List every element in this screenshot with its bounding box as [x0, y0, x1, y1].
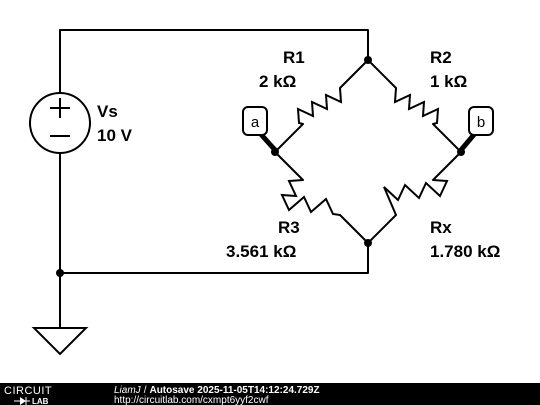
footer-url[interactable]: http://circuitlab.com/cxmpt6yyf2cwf: [114, 395, 269, 405]
r1-value: 2 kΩ: [259, 72, 296, 91]
diode-icon: [14, 397, 30, 405]
wire-top: [59, 29, 369, 94]
r3-name: R3: [278, 218, 300, 237]
logo-top-text: CIRCUIT: [4, 385, 52, 397]
footer-title-line: LiamJ/Autosave 2025-11-05T14:12:24.729Z: [114, 385, 320, 396]
footer-title: Autosave 2025-11-05T14:12:24.729Z: [149, 385, 319, 396]
probe-a: a: [242, 106, 279, 153]
r2-name: R2: [430, 48, 452, 67]
resistor-r1: [274, 59, 369, 153]
footer-separator: /: [144, 385, 147, 396]
dc-voltage-source-icon: [29, 92, 91, 154]
vs-name: Vs: [97, 102, 118, 121]
junction-ground: [56, 269, 64, 277]
probe-b: b: [458, 106, 494, 153]
resistor-rx: [367, 151, 462, 244]
vs-value: 10 V: [97, 126, 133, 145]
probe-b-label: b: [477, 114, 485, 131]
rx-name: Rx: [430, 218, 452, 237]
footer-bar: CIRCUIT LAB LiamJ/Autosave 2025-11-05T14…: [0, 383, 540, 405]
junction-bottom: [364, 239, 372, 247]
r3-value: 3.561 kΩ: [226, 242, 296, 261]
r1-name: R1: [283, 48, 305, 67]
footer-author: LiamJ: [114, 385, 142, 396]
logo-bottom-text: LAB: [32, 397, 49, 405]
probe-a-label: a: [251, 114, 260, 131]
junction-top: [364, 56, 372, 64]
ground-icon: [31, 327, 89, 356]
circuitlab-logo: CIRCUIT LAB: [4, 385, 52, 405]
resistor-r2: [367, 59, 462, 153]
resistor-r3: [274, 151, 369, 244]
wire-bottom: [59, 242, 369, 274]
rx-value: 1.780 kΩ: [430, 242, 500, 261]
r2-value: 1 kΩ: [430, 72, 467, 91]
